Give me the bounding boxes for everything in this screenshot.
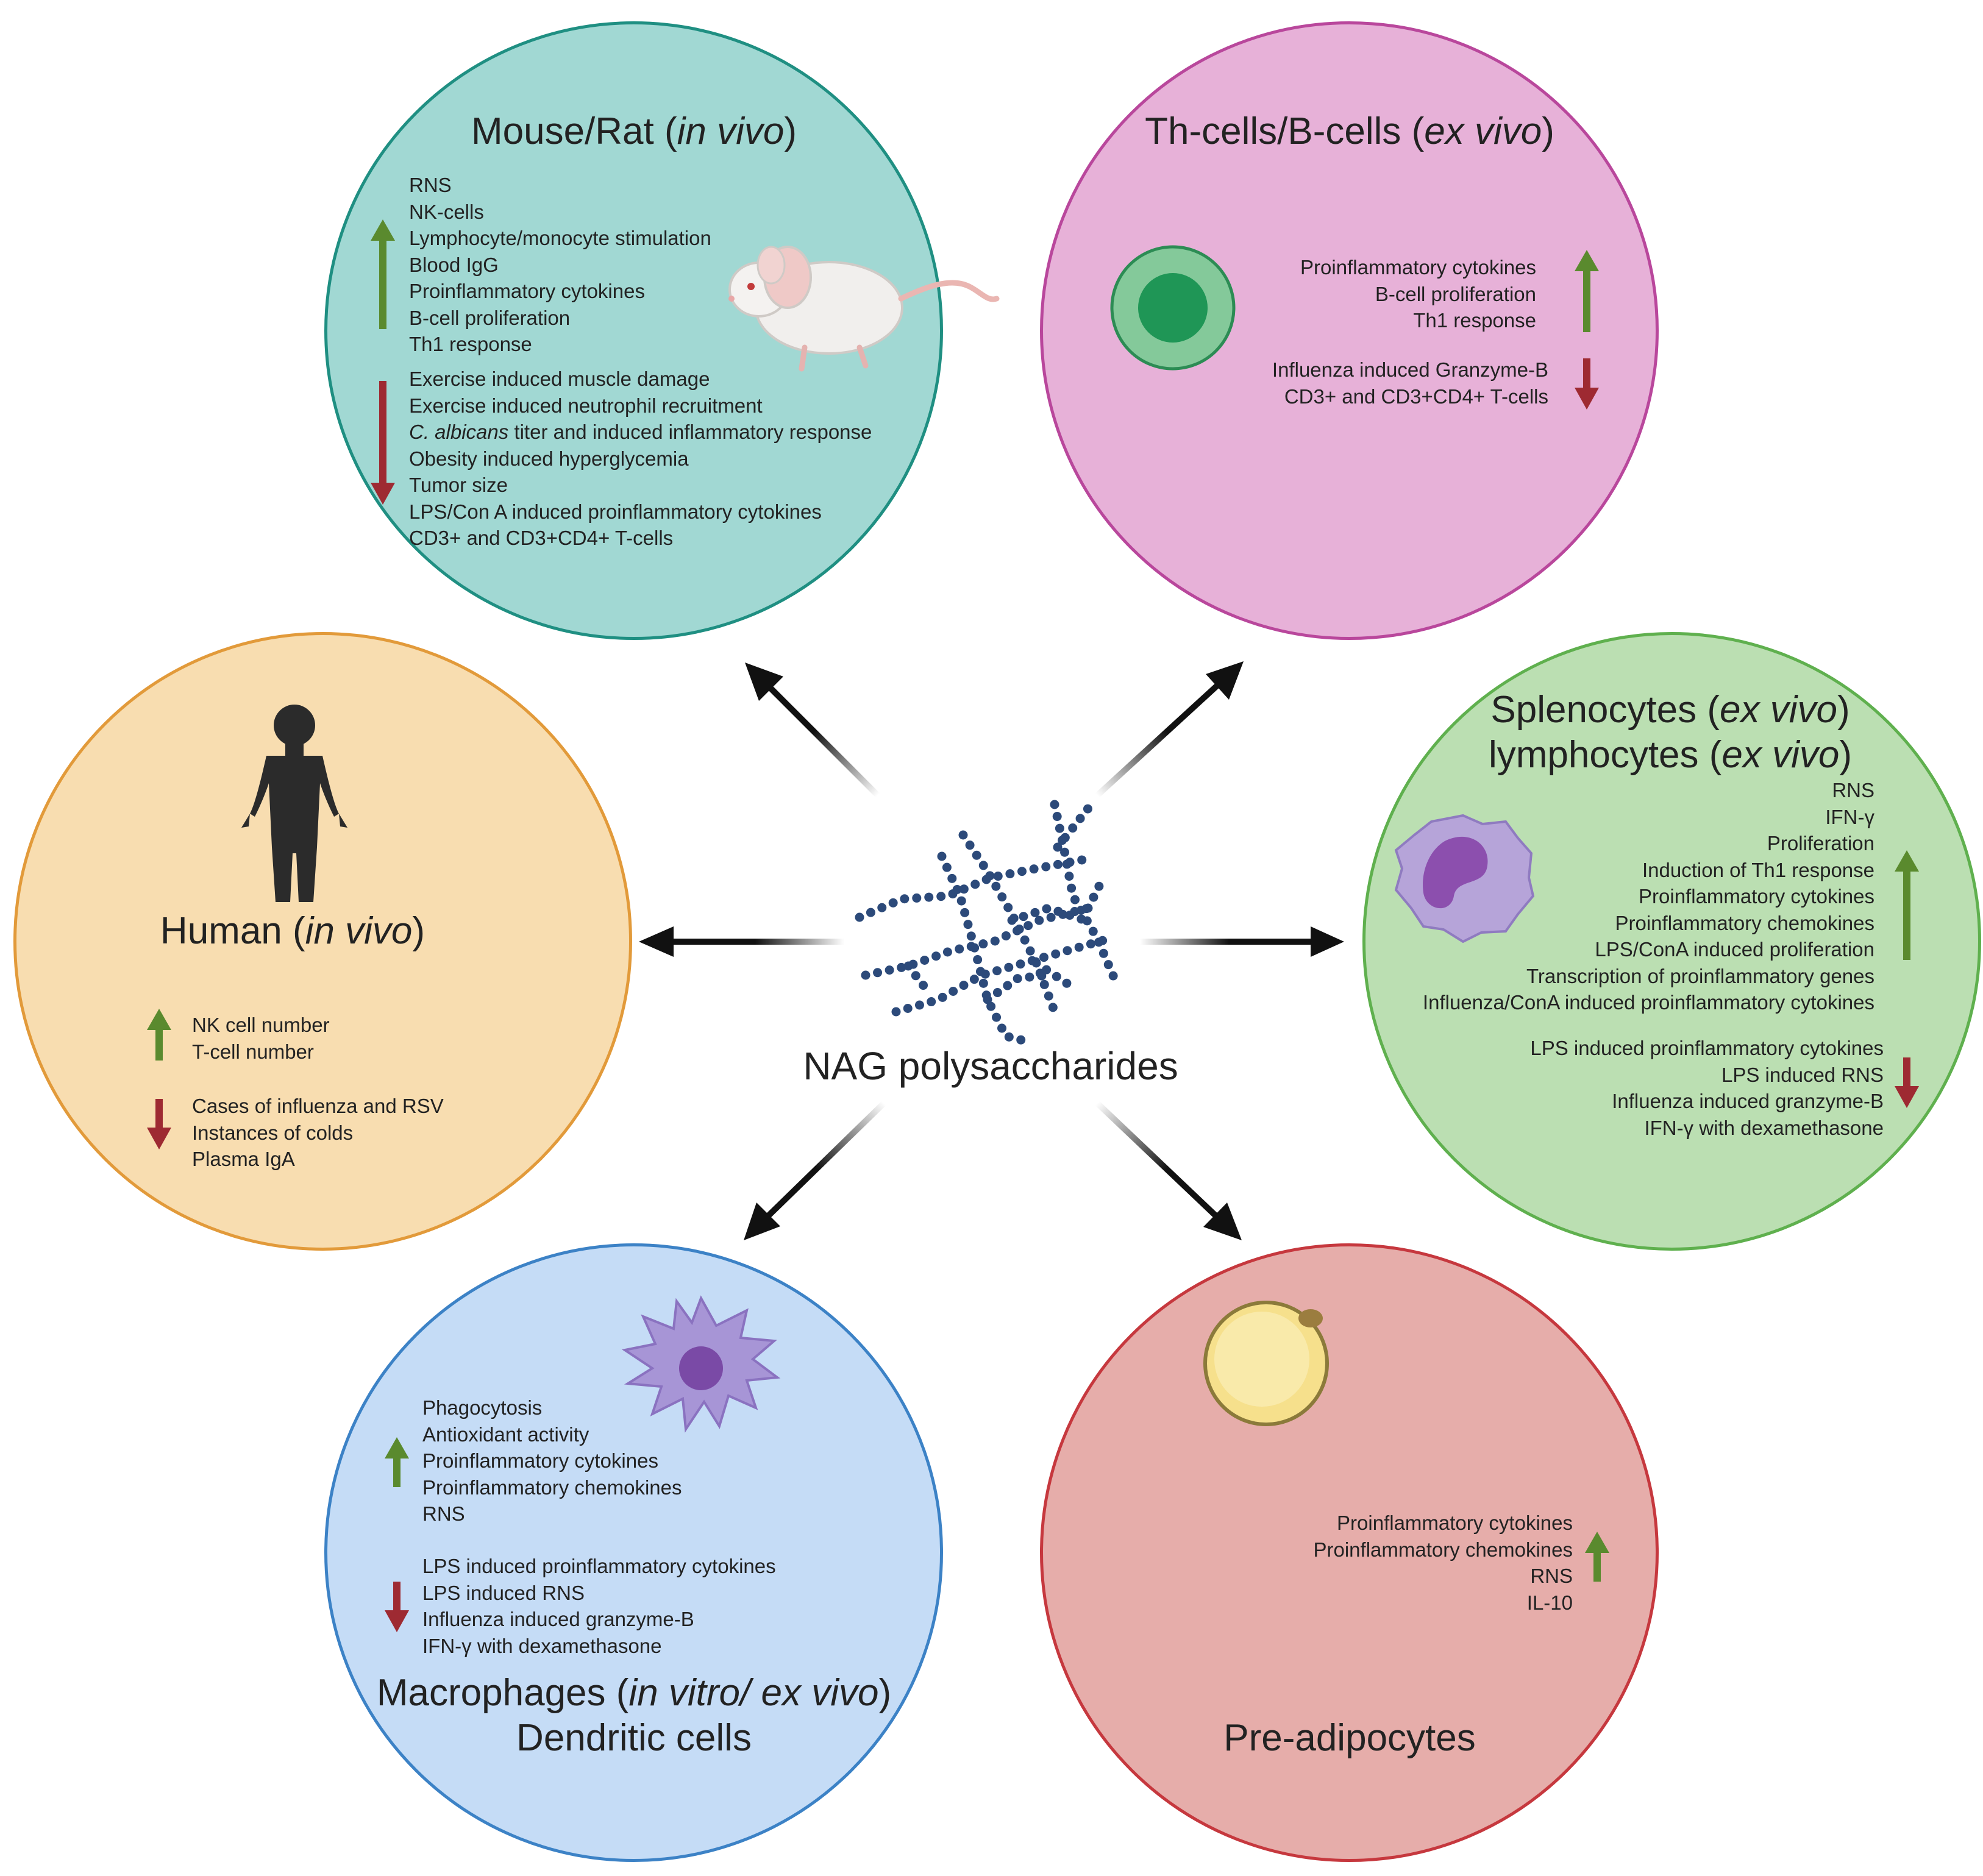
list-item: Blood IgG [409,253,499,276]
down-arrow-icon [371,381,395,505]
list-item: B-cell proliferation [1375,282,1536,305]
th-b-increased-list: Proinflammatory cytokines B-cell prolife… [1158,254,1536,334]
list-item: CD3+ and CD3+CD4+ T-cells [1284,385,1548,408]
splenocyte-cell-icon [1394,814,1535,943]
list-item: Tumor size [409,474,508,496]
splenocytes-decreased-list: LPS induced proinflammatory cytokines LP… [1402,1035,1884,1141]
list-item: LPS induced proinflammatory cytokines [422,1555,776,1577]
up-arrow-icon [1575,250,1599,332]
list-item: IFN-γ with dexamethasone [1644,1116,1884,1139]
th-b-decreased-list: Influenza induced Granzyme-B CD3+ and CD… [1158,357,1548,410]
list-item: Induction of Th1 response [1642,858,1874,881]
list-item: IFN-γ [1825,805,1874,828]
list-item: LPS/Con A induced proinflammatory cytoki… [409,500,822,523]
list-item: Proinflammatory cytokines [1337,1512,1573,1534]
list-item: Exercise induced muscle damage [409,368,710,390]
connector-arrow-mouse [745,663,880,798]
list-item: Proinflammatory cytokines [1639,885,1874,908]
down-arrow-icon [1575,358,1599,410]
list-item: Th1 response [1413,309,1536,332]
list-item: Exercise induced neutrophil recruitment [409,394,763,417]
up-arrow-icon [371,219,395,329]
list-item: Proliferation [1767,832,1874,855]
list-item: RNS [1530,1565,1573,1587]
human-circle [13,632,632,1251]
connector-arrow-th-b-cells [1095,661,1244,798]
list-item: Proinflammatory chemokines [1313,1538,1573,1561]
list-item: IFN-γ with dexamethasone [422,1634,662,1657]
up-arrow-icon [385,1437,409,1487]
list-item: NK-cells [409,200,484,223]
list-item: Influenza/ConA induced proinflammatory c… [1422,991,1874,1014]
list-item: Transcription of proinflammatory genes [1526,964,1874,987]
down-arrow-icon [1895,1057,1919,1108]
mouse-increased-list: RNS NK-cells Lymphocyte/monocyte stimula… [409,172,711,358]
macrophages-circle [324,1243,943,1862]
list-item: NK cell number [192,1014,330,1036]
list-item: Proinflammatory cytokines [1300,256,1536,279]
human-title: Human (in vivo) [160,910,425,952]
connector-arrow-macrophages [744,1101,886,1240]
list-item: C. albicans titer and induced inflammato… [409,421,872,443]
adipocyte-cell-icon [1203,1301,1329,1426]
list-item: CD3+ and CD3+CD4+ T-cells [409,527,674,549]
list-item: Phagocytosis [422,1396,543,1419]
mouse-decreased-list: Exercise induced muscle damage Exercise … [409,366,872,552]
list-item: Influenza induced granzyme-B [1612,1090,1884,1112]
human-increased-list: NK cell number T-cell number [192,1012,330,1065]
list-item: LPS induced proinflammatory cytokines [1530,1037,1884,1059]
up-arrow-icon [1895,850,1919,960]
list-item: Instances of colds [192,1121,354,1144]
pre-adipocytes-title: Pre-adipocytes [1223,1717,1476,1759]
human-silhouette-icon [241,705,347,902]
th-b-cells-title: Th-cells/B-cells (ex vivo) [1145,110,1554,152]
down-arrow-icon [147,1099,171,1149]
list-item: Influenza induced granzyme-B [422,1608,694,1630]
mouse-icon [728,246,1000,372]
list-item: Proinflammatory cytokines [409,280,645,302]
down-arrow-icon [385,1582,409,1632]
connector-arrow-pre-adipocytes [1095,1101,1242,1240]
splenocytes-title: Splenocytes (ex vivo) [1490,689,1850,731]
list-item: B-cell proliferation [409,306,571,329]
macrophages-decreased-list: LPS induced proinflammatory cytokines LP… [422,1553,776,1659]
list-item: Cases of influenza and RSV [192,1095,444,1117]
list-item: RNS [422,1502,465,1525]
pre-adipocytes-increased-list: Proinflammatory cytokines Proinflammator… [1219,1510,1573,1616]
list-item: Th1 response [409,333,532,355]
list-item: LPS induced RNS [422,1581,585,1604]
lymphocyte-cell-icon [1110,245,1236,371]
list-item: Proinflammatory cytokines [422,1449,658,1472]
list-item: Antioxidant activity [422,1423,589,1446]
list-item: Obesity induced hyperglycemia [409,447,689,470]
list-item: Influenza induced Granzyme-B [1272,358,1548,381]
lymphocytes-title: lymphocytes (ex vivo) [1488,734,1853,776]
dendritic-cells-title: Dendritic cells [516,1717,752,1759]
list-item: RNS [1832,779,1874,801]
list-item: T-cell number [192,1040,314,1063]
list-item: RNS [409,174,452,196]
list-item: LPS/ConA induced proliferation [1595,938,1874,961]
macrophages-increased-list: Phagocytosis Antioxidant activity Proinf… [422,1395,682,1527]
list-item: Proinflammatory chemokines [1615,911,1875,934]
macrophages-title: Macrophages (in vitro/ ex vivo) [376,1672,892,1714]
connector-arrow-human [639,926,844,957]
human-decreased-list: Cases of influenza and RSV Instances of … [192,1093,444,1173]
list-item: IL-10 [1526,1591,1573,1614]
list-item: Plasma IgA [192,1148,295,1170]
hub-label: NAG polysaccharides [803,1044,1178,1088]
pre-adipocytes-circle [1040,1243,1659,1862]
list-item: Lymphocyte/monocyte stimulation [409,227,711,249]
list-item: LPS induced RNS [1721,1063,1884,1086]
up-arrow-icon [147,1009,171,1061]
polysaccharide-chain-icon [855,800,1120,1047]
macrophage-cell-icon [621,1295,781,1433]
splenocytes-increased-list: RNS IFN-γ Proliferation Induction of Th1… [1372,777,1874,1016]
connector-arrow-splenocytes [1140,926,1344,957]
list-item: Proinflammatory chemokines [422,1476,682,1499]
mouse-rat-title: Mouse/Rat (in vivo) [471,110,797,152]
up-arrow-icon [1585,1532,1609,1582]
